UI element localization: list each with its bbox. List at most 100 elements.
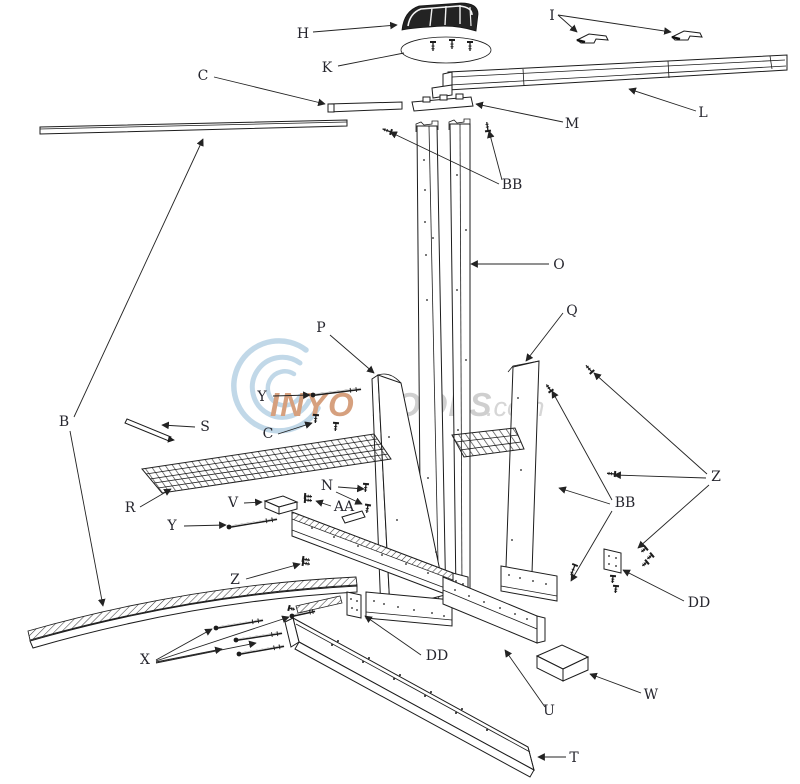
leader-line-u-0 — [504, 649, 546, 708]
leader-line-h-0 — [312, 21, 398, 33]
screw-part — [467, 41, 473, 51]
part-label-y2: Y — [166, 518, 177, 534]
leader-line-s-0 — [161, 421, 196, 430]
part-label-dd1: DD — [426, 648, 448, 664]
leader-line-q-0 — [525, 312, 564, 362]
sleeve-part — [295, 595, 343, 614]
rod-part — [124, 418, 175, 443]
deck-part — [141, 427, 525, 494]
part-label-k: K — [322, 60, 333, 76]
leader-line-v-0 — [243, 498, 263, 507]
bolt-part — [233, 631, 283, 643]
part-label-t: T — [569, 750, 579, 766]
upright-column-part — [440, 118, 471, 597]
part-label-y1: Y — [256, 389, 267, 405]
leader-line-x-3 — [155, 640, 257, 664]
base-channel-part-u — [442, 576, 546, 644]
leader-line-x-1 — [155, 615, 290, 662]
leader-line-x-2 — [155, 646, 223, 663]
top-cap-part — [401, 2, 479, 32]
screw-part — [301, 559, 311, 567]
screw-pack-ellipse — [400, 36, 492, 64]
leader-line-z1-0 — [245, 562, 301, 580]
upright-column-part — [415, 120, 447, 614]
screw-part — [612, 584, 620, 594]
top-rail-part — [431, 54, 788, 99]
block-part — [263, 495, 299, 515]
leader-line-z2-0 — [593, 372, 708, 475]
clip-part — [576, 33, 609, 44]
part-label-z2: Z — [711, 469, 721, 485]
base-channel-part-t — [284, 617, 535, 778]
plate-part-dd — [346, 591, 362, 619]
leader-line-dd2-0 — [622, 569, 685, 602]
screw-part — [449, 39, 455, 49]
leader-line-c2-0 — [277, 421, 313, 435]
curved-rail-part — [27, 576, 358, 649]
bolt-part — [289, 609, 316, 619]
box-part-w — [535, 644, 590, 682]
part-label-m: M — [565, 116, 579, 132]
watermark-swirl-icon — [249, 354, 312, 420]
part-label-n: N — [321, 478, 333, 494]
leader-line-bb2-2 — [570, 510, 613, 582]
bolt-part — [213, 618, 264, 631]
part-label-q: Q — [566, 303, 577, 319]
side-rail-part — [39, 119, 348, 135]
screw-part — [382, 128, 393, 136]
leader-line-n-0 — [337, 484, 365, 493]
screw-part — [430, 41, 436, 51]
part-label-h: H — [297, 26, 309, 42]
part-label-z1: Z — [230, 572, 240, 588]
part-label-s: S — [200, 419, 210, 435]
part-label-b: B — [59, 414, 69, 430]
leader-line-b-0 — [73, 138, 204, 418]
leader-line-y2-0 — [183, 521, 227, 529]
part-label-i: I — [549, 8, 555, 24]
leader-line-i-1 — [557, 14, 672, 35]
screw-part — [545, 384, 555, 394]
part-label-u: U — [543, 703, 555, 719]
part-label-l: L — [698, 105, 707, 121]
leader-line-m-0 — [475, 101, 564, 123]
leader-line-k-0 — [337, 52, 405, 67]
leader-line-l-0 — [628, 87, 697, 112]
watermark-swirl-icon — [231, 338, 321, 434]
leader-line-bb2-1 — [558, 486, 611, 505]
leader-line-aa-0 — [315, 499, 332, 507]
leader-line-y1-0 — [272, 391, 311, 400]
part-label-c1: C — [198, 68, 209, 84]
leader-line-i-0 — [557, 14, 578, 33]
leader-line-p-0 — [329, 334, 375, 374]
leader-line-dd1-0 — [364, 615, 422, 656]
leader-line-w-0 — [589, 672, 642, 694]
plate-part-dd — [603, 548, 622, 574]
leader-line-b-1 — [69, 430, 106, 607]
bolt-part — [310, 387, 362, 398]
part-label-r: R — [125, 500, 136, 516]
screw-part — [332, 421, 340, 432]
part-label-aa: AA — [333, 499, 355, 515]
part-label-v: V — [227, 495, 239, 511]
screw-part — [641, 559, 650, 567]
screw-part — [606, 470, 617, 478]
part-label-o: O — [553, 257, 564, 273]
part-label-bb2: BB — [615, 495, 636, 511]
part-label-w: W — [644, 687, 659, 703]
screw-part — [646, 552, 655, 560]
leader-line-r-0 — [139, 488, 172, 508]
screw-part — [570, 562, 579, 576]
leader-line-c1-0 — [213, 76, 326, 107]
screw-part — [364, 503, 372, 513]
part-label-c2: C — [263, 426, 274, 442]
leader-line-bb2-0 — [551, 390, 613, 501]
clip-part — [671, 30, 703, 41]
leader-line-x-0 — [155, 628, 213, 661]
screw-part — [585, 364, 595, 375]
screw-part — [484, 121, 492, 133]
leader-line-n-1 — [335, 491, 363, 505]
leader-line-bb1-0 — [389, 131, 500, 185]
screw-part — [362, 482, 370, 493]
